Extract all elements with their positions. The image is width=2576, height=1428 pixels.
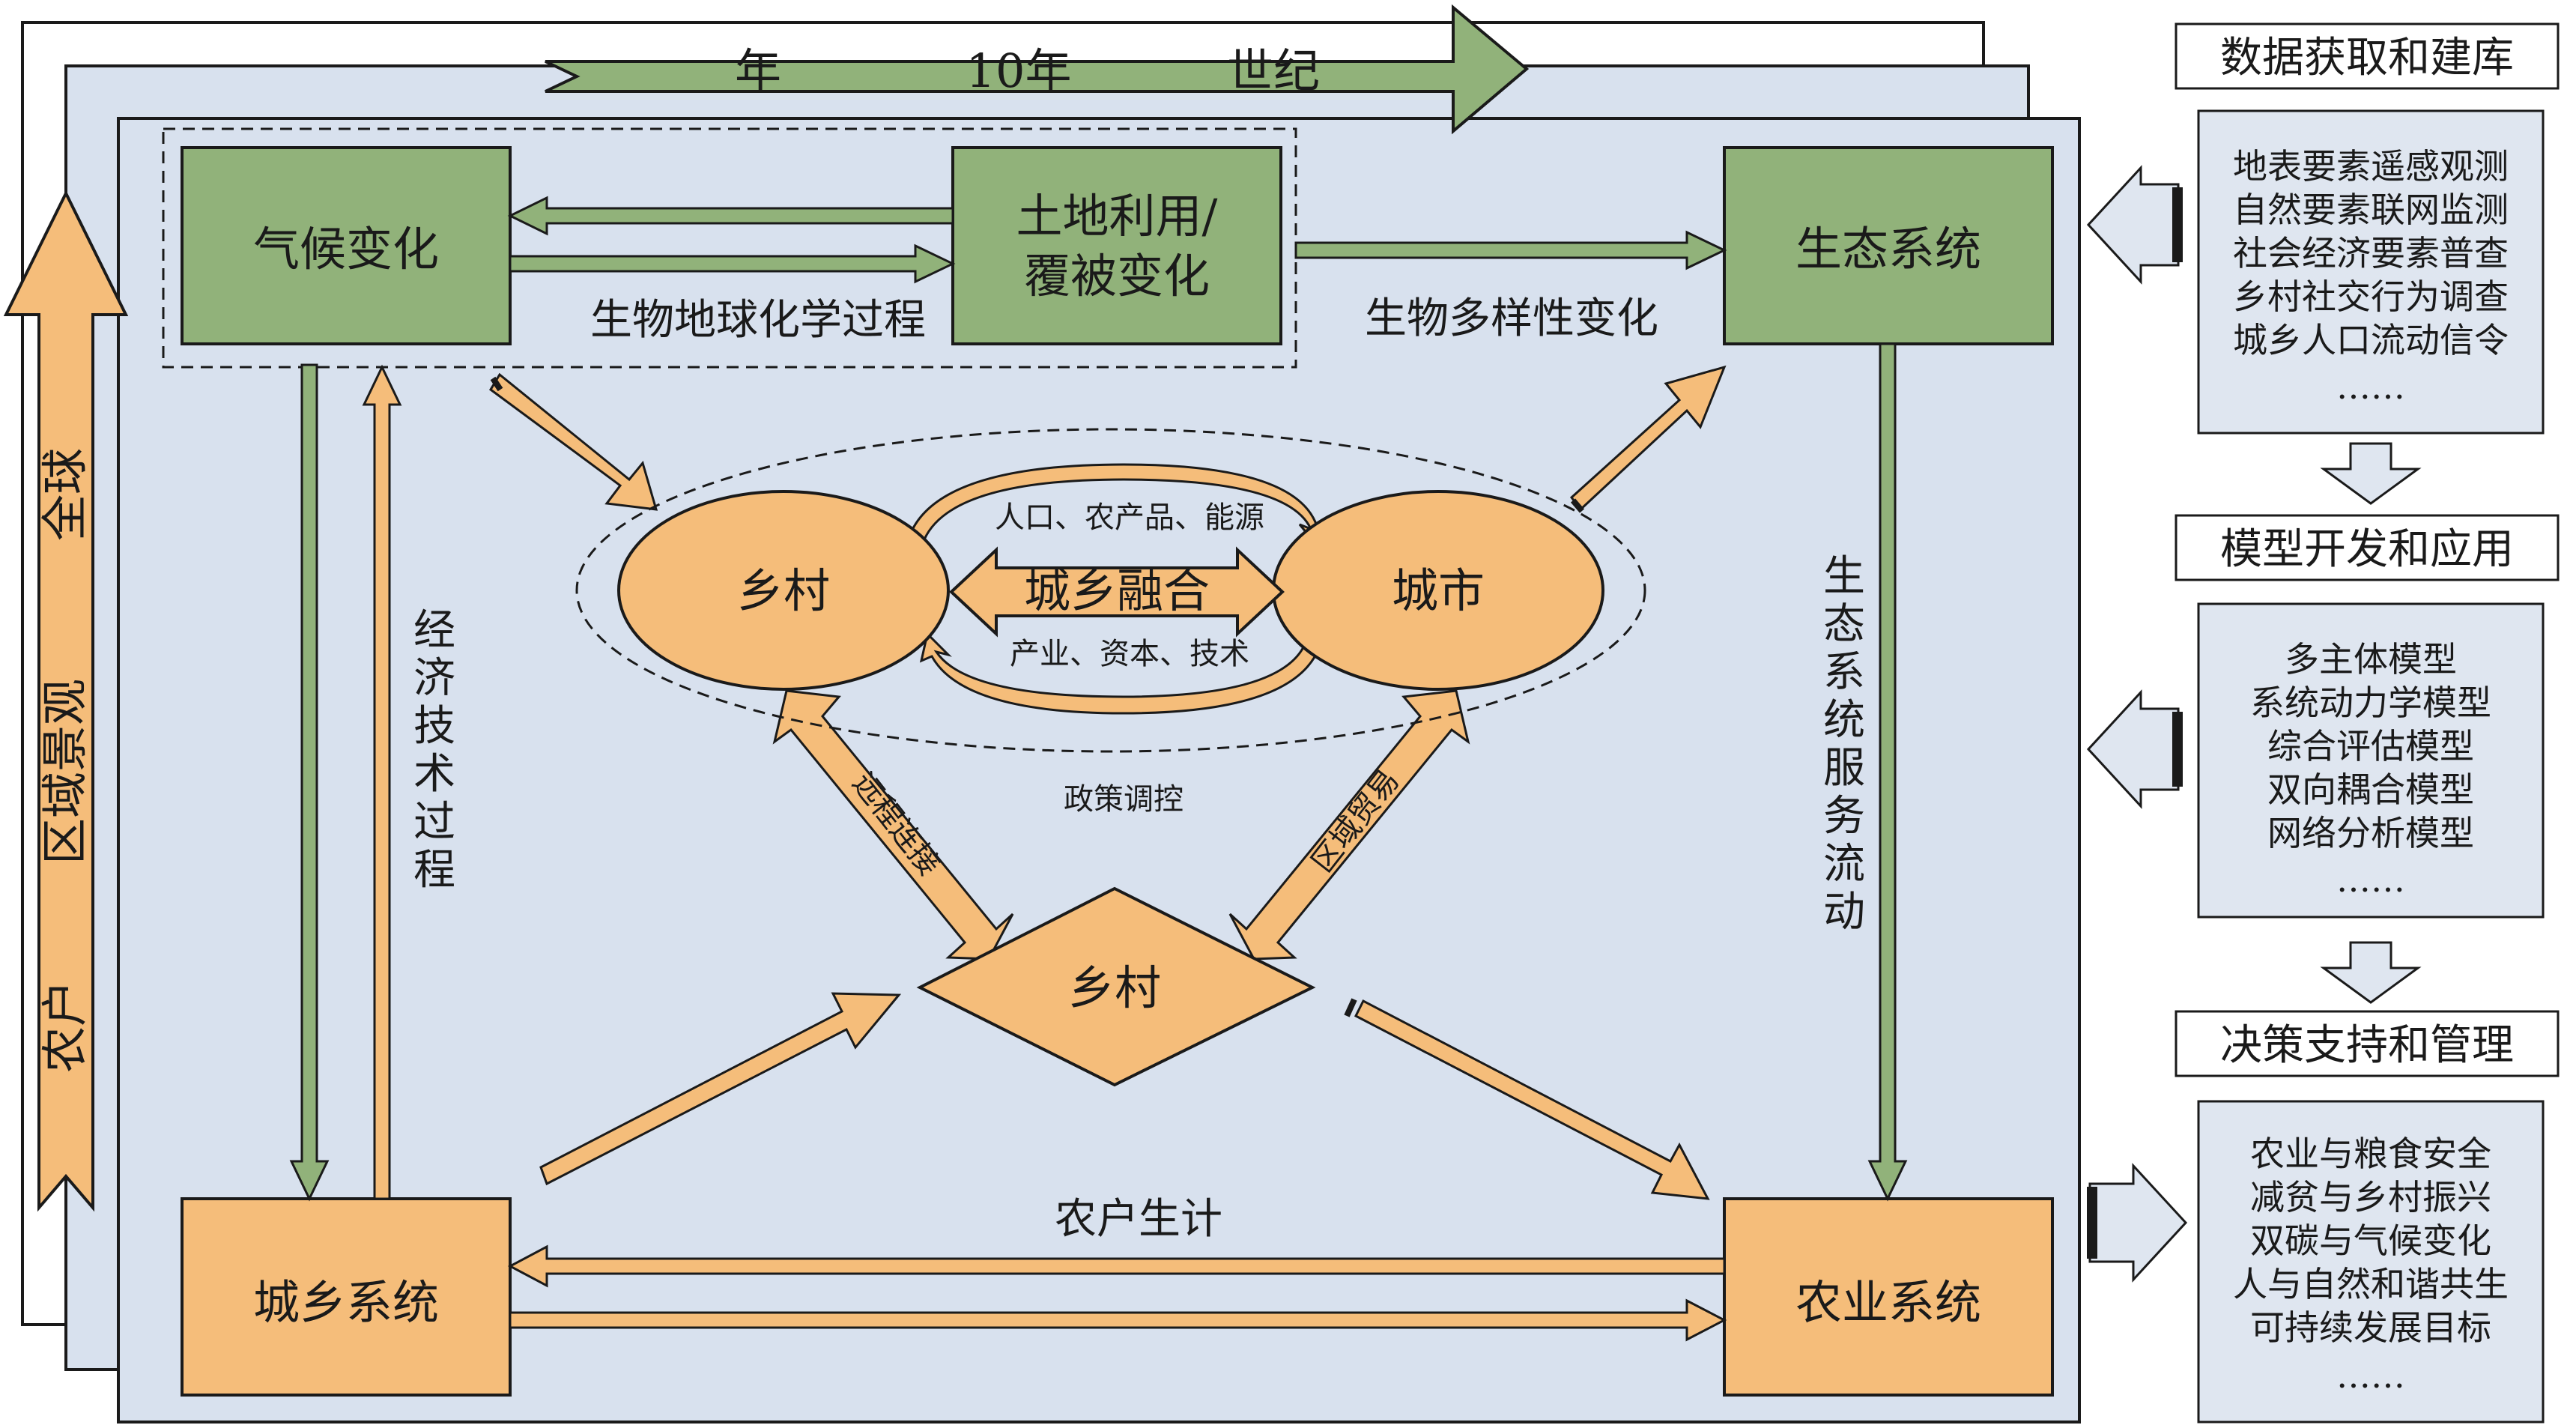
fusion-dashed-ellipse — [575, 428, 1646, 753]
svg-text:流: 流 — [1823, 840, 1865, 889]
svg-text:网络分析模型: 网络分析模型 — [2267, 813, 2474, 853]
urban-to-agri-arrow — [509, 1298, 1727, 1342]
svg-text:动: 动 — [1823, 888, 1865, 937]
svg-text:可持续发展目标: 可持续发展目标 — [2250, 1307, 2491, 1348]
data-list-box — [2197, 109, 2545, 435]
timeline-year: 年 — [735, 43, 781, 98]
decision-section: 决策支持和管理 农业与粮食安全 减贫与乡村振兴 双碳与气候变化 人与自然和谐共生… — [2175, 1010, 2560, 1424]
svg-text:地表要素遥感观测: 地表要素遥感观测 — [2233, 146, 2509, 187]
biodiversity-label: 生物多样性变化 — [1365, 294, 1658, 343]
climate-box: 气候变化 — [181, 146, 512, 345]
livelihood-label: 农户生计 — [1055, 1195, 1222, 1244]
data-section: 数据获取和建库 地表要素遥感观测 自然要素联网监测 社会经济要素普查 乡村社交行… — [2175, 22, 2560, 435]
svg-text:程: 程 — [413, 846, 455, 895]
landuse-ecosystem-arrow — [1294, 230, 1727, 270]
svg-text:自然要素联网监测: 自然要素联网监测 — [2233, 190, 2509, 230]
svg-text:减贫与乡村振兴: 减贫与乡村振兴 — [2250, 1177, 2491, 1217]
policy-label: 政策调控 — [1064, 782, 1184, 817]
urban-rural-box: 城乡系统 — [181, 1197, 512, 1397]
model-list-box — [2197, 602, 2545, 919]
data-input-arrow — [2086, 165, 2183, 285]
svg-text:生: 生 — [1823, 552, 1865, 601]
data-title: 数据获取和建库 — [2220, 34, 2514, 82]
diamond-to-agri-arrow — [1344, 998, 1710, 1200]
svg-text:乡村社交行为调查: 乡村社交行为调查 — [2233, 276, 2509, 317]
svg-text:济: 济 — [413, 654, 455, 703]
diamond-label: 乡村 — [1068, 960, 1161, 1015]
model-section: 模型开发和应用 多主体模型 系统动力学模型 综合评估模型 双向耦合模型 网络分析… — [2175, 514, 2560, 919]
svg-text:态: 态 — [1823, 600, 1865, 649]
svg-text:城乡人口流动信令: 城乡人口流动信令 — [2233, 320, 2509, 360]
city-ellipse: 城市 — [1272, 490, 1604, 691]
eco-service-label: 生 态 系 统 服 务 流 动 — [1823, 552, 1865, 937]
econ-tech-up-arrow — [362, 364, 402, 1200]
scale-household: 农户 — [37, 980, 92, 1073]
timeline-arrow: 年 10年 世纪 — [545, 4, 1530, 135]
rural-label: 乡村 — [737, 563, 830, 618]
model-input-arrow — [2086, 689, 2183, 809]
scale-axis-arrow: 农户 区域景观 全球 — [3, 190, 129, 1212]
data-to-model-arrow — [2320, 442, 2422, 505]
agriculture-label: 农业系统 — [1795, 1275, 1981, 1330]
landuse-box: 土地利用/ 覆被变化 — [951, 146, 1282, 345]
svg-text:双碳与气候变化: 双碳与气候变化 — [2250, 1220, 2491, 1261]
bottom-flow-label: 产业、资本、技术 — [1010, 637, 1249, 671]
urban-to-diamond-arrow — [539, 992, 902, 1186]
decision-output-arrow — [2087, 1163, 2188, 1283]
urban-rural-label: 城乡系统 — [253, 1275, 439, 1330]
fusion-label: 城乡融合 — [1024, 563, 1210, 618]
econ-tech-label: 经 济 技 术 过 程 — [413, 606, 455, 895]
svg-text:双向耦合模型: 双向耦合模型 — [2267, 769, 2474, 810]
top-flow-label: 人口、农产品、能源 — [995, 500, 1264, 535]
decision-title-box — [2175, 1010, 2560, 1077]
svg-text:……: …… — [2336, 366, 2405, 407]
climate-to-rural-arrow — [489, 372, 658, 511]
timeline-decade: 10年 — [966, 43, 1072, 98]
fusion-double-arrow — [949, 546, 1285, 638]
landuse-label-1: 土地利用/ — [1016, 189, 1218, 243]
model-to-decision-arrow — [2320, 941, 2422, 1004]
svg-text:服: 服 — [1823, 744, 1865, 793]
svg-text:术: 术 — [413, 750, 455, 799]
svg-text:技: 技 — [413, 702, 455, 751]
agriculture-box: 农业系统 — [1723, 1197, 2054, 1397]
ecosystem-box: 生态系统 — [1723, 146, 2054, 345]
biogeochem-label: 生物地球化学过程 — [590, 296, 926, 345]
timeline-century: 世纪 — [1227, 43, 1320, 98]
svg-text:社会经济要素普查: 社会经济要素普查 — [2233, 233, 2509, 273]
ecosystem-label: 生态系统 — [1795, 222, 1981, 276]
svg-text:系: 系 — [1823, 648, 1865, 697]
svg-text:统: 统 — [1823, 696, 1865, 745]
svg-text:……: …… — [2336, 1355, 2405, 1396]
decision-title: 决策支持和管理 — [2220, 1021, 2514, 1070]
scale-global: 全球 — [37, 448, 92, 541]
eco-service-arrow — [1867, 342, 1908, 1202]
model-title-box — [2175, 514, 2560, 581]
decision-list-box — [2197, 1100, 2545, 1424]
svg-text:经: 经 — [413, 606, 455, 655]
rural-diamond: 乡村 — [916, 886, 1316, 1087]
svg-text:农业与粮食安全: 农业与粮食安全 — [2250, 1134, 2491, 1174]
climate-down-arrow — [289, 363, 330, 1202]
svg-text:综合评估模型: 综合评估模型 — [2267, 726, 2474, 766]
svg-text:过: 过 — [413, 798, 455, 847]
data-title-box — [2175, 22, 2560, 90]
climate-landuse-arrows — [507, 196, 956, 284]
svg-text:人与自然和谐共生: 人与自然和谐共生 — [2233, 1264, 2509, 1304]
svg-text:务: 务 — [1823, 792, 1865, 841]
bottom-flow-arrow — [919, 632, 1322, 715]
city-label: 城市 — [1392, 563, 1485, 618]
model-title: 模型开发和应用 — [2220, 525, 2514, 574]
city-to-ecosystem-arrow — [1569, 365, 1727, 513]
svg-text:系统动力学模型: 系统动力学模型 — [2250, 683, 2491, 723]
agri-to-urban-arrow — [507, 1244, 1726, 1288]
svg-text:……: …… — [2336, 859, 2405, 900]
scale-regional: 区域景观 — [37, 679, 92, 865]
rural-ellipse: 乡村 — [617, 490, 950, 691]
svg-text:多主体模型: 多主体模型 — [2285, 639, 2457, 680]
landuse-label-2: 覆被变化 — [1024, 249, 1210, 303]
climate-label: 气候变化 — [253, 222, 439, 276]
